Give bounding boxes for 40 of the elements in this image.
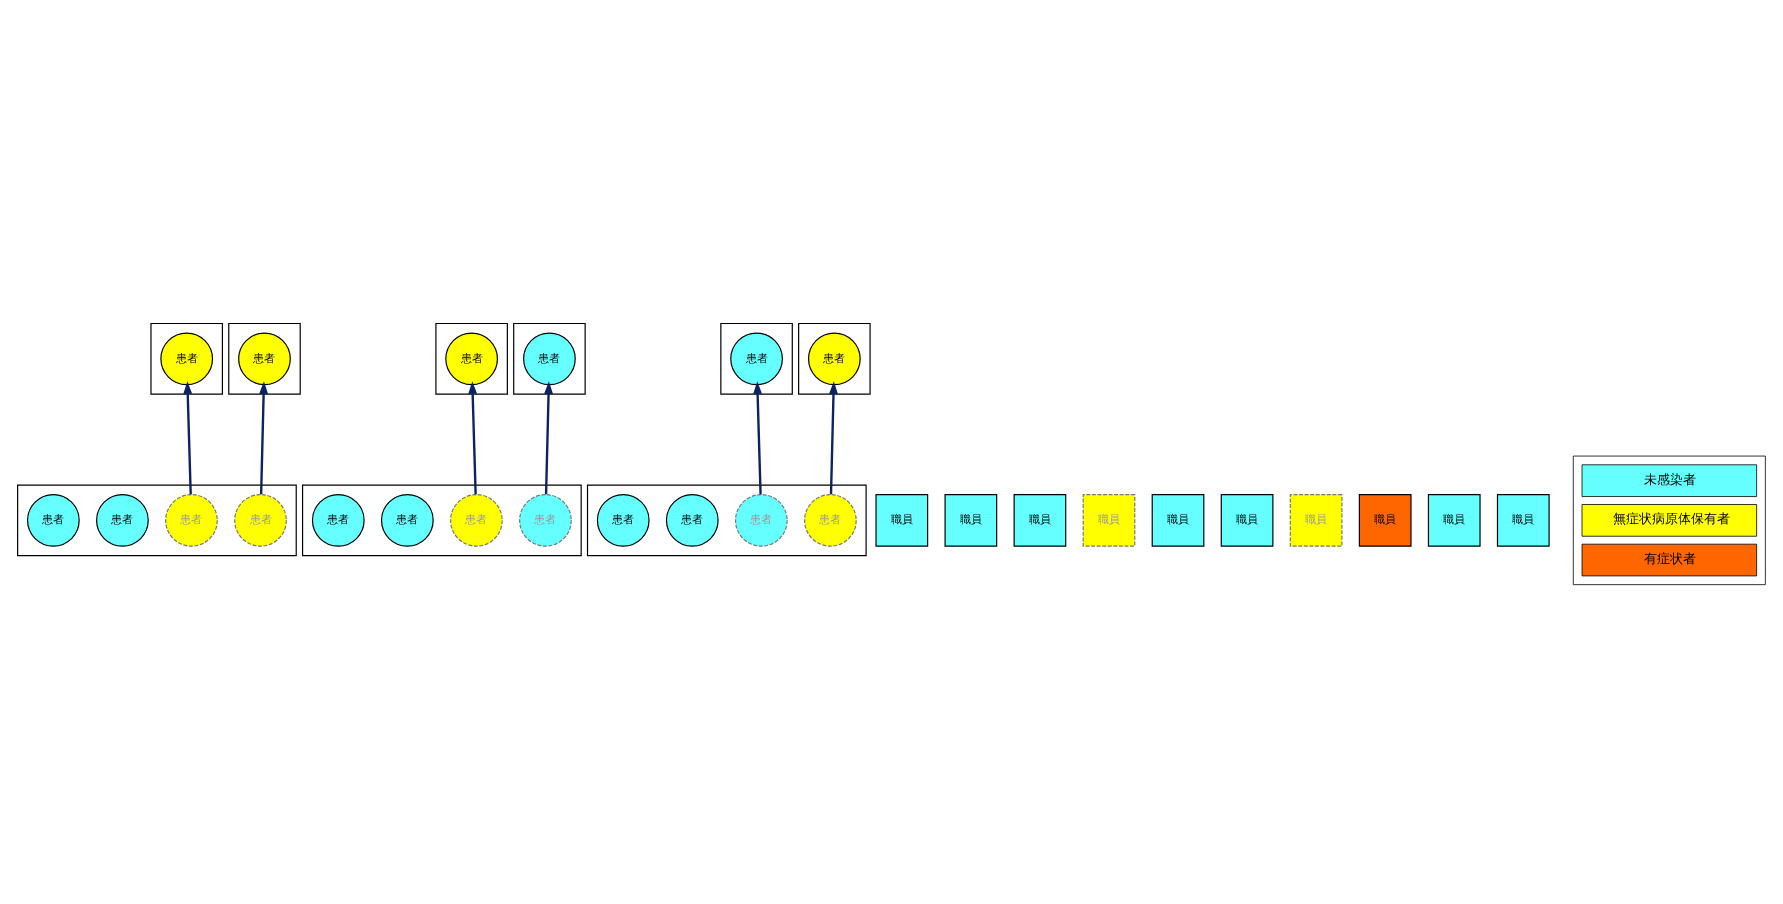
arrow: [753, 380, 763, 494]
arrow: [829, 380, 838, 494]
node-circle: 患者: [311, 493, 365, 547]
node-box: 職員: [944, 493, 998, 547]
node-circle: 患者: [160, 331, 214, 385]
node-box: 職員: [1358, 493, 1412, 547]
cluster: [17, 483, 297, 556]
node-circle: 患者: [234, 493, 287, 547]
cluster: [586, 483, 867, 556]
node-circle: 患者: [165, 493, 218, 547]
node-box: 職員: [1289, 493, 1343, 547]
legend-label: 未感染者: [1643, 471, 1696, 487]
node-box: 職員: [1013, 493, 1067, 547]
node-box: 職員: [1220, 493, 1274, 547]
arrow: [259, 380, 269, 494]
node-circle: 患者: [238, 331, 291, 385]
node-circle: 患者: [665, 493, 719, 547]
node-circle: 患者: [26, 493, 80, 547]
legend-label: 無症状病原体保有者: [1612, 510, 1730, 526]
node-circle: 患者: [96, 493, 149, 547]
arrow: [544, 380, 553, 494]
node-circle: 患者: [519, 493, 572, 547]
node-circle: 患者: [596, 493, 650, 547]
arrow: [183, 380, 193, 494]
node-circle: 患者: [807, 331, 861, 385]
node-circle: 患者: [730, 331, 783, 385]
node-box: 職員: [1496, 493, 1550, 547]
node-box: 職員: [1082, 493, 1136, 547]
node-circle: 患者: [380, 493, 434, 547]
node-box: 職員: [1427, 493, 1481, 547]
node-circle: 患者: [445, 331, 499, 385]
legend-label: 有症状者: [1643, 550, 1696, 566]
node-circle: 患者: [450, 493, 503, 547]
node-circle: 患者: [734, 493, 788, 547]
node-circle: 患者: [804, 493, 857, 547]
node-box: 職員: [1151, 493, 1205, 547]
arrow: [468, 380, 478, 494]
cluster: [302, 483, 582, 556]
node-circle: 患者: [523, 331, 576, 385]
node-box: 職員: [875, 493, 929, 547]
